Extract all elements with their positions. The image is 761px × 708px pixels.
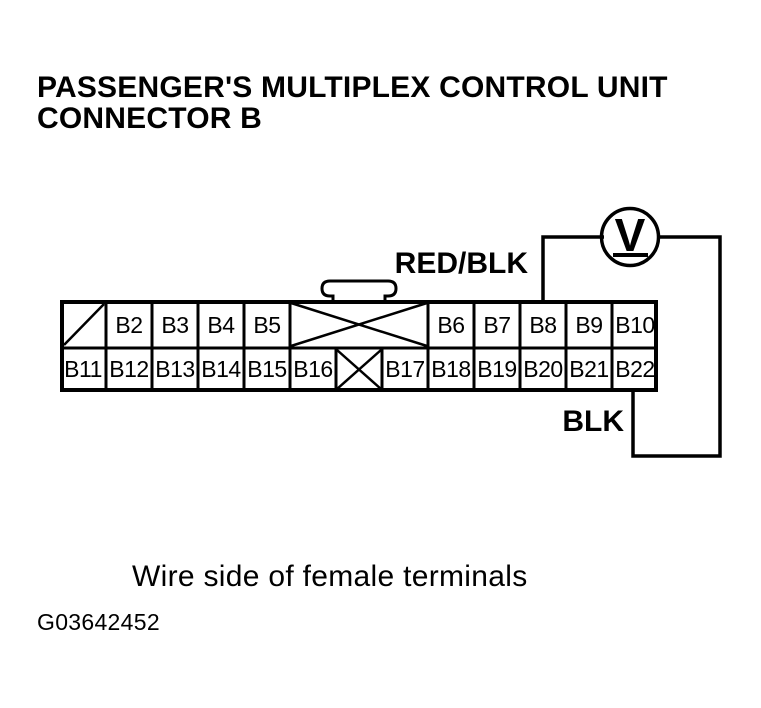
page-title: PASSENGER'S MULTIPLEX CONTROL UNIT CONNE…	[37, 72, 668, 134]
top-row-pin-labels: B2 B3 B4 B5 B6 B7 B8 B9 B10	[115, 312, 655, 338]
connector-tab	[320, 279, 398, 302]
pin-cell-b2: B2	[115, 312, 142, 338]
wire-color-label-redblk: RED/BLK	[395, 247, 529, 280]
wire-positive-redblk	[541, 235, 604, 302]
pin-cell-b13: B13	[155, 356, 194, 382]
connector-body: B2 B3 B4 B5 B6 B7 B8 B9 B10 B11 B12 B13 …	[60, 300, 658, 392]
page-title-line2: CONNECTOR B	[37, 102, 262, 135]
pin-cell-b9: B9	[575, 312, 602, 338]
pin-cell-b5: B5	[253, 312, 280, 338]
pin-cell-b20: B20	[523, 356, 562, 382]
pin-cell-b19: B19	[477, 356, 516, 382]
pin-cell-b3: B3	[161, 312, 188, 338]
pin-cell-b11: B11	[64, 356, 102, 382]
pin-cell-b4: B4	[207, 312, 235, 338]
figure-id: G03642452	[37, 609, 160, 635]
top-row-dividers	[104, 302, 614, 348]
blocked-slash-mark	[63, 303, 105, 346]
blocked-cross-bottom-mark	[336, 349, 382, 390]
pin-cell-b16: B16	[293, 356, 332, 382]
pin-cell-b14: B14	[201, 356, 241, 382]
pin-cell-b12: B12	[109, 356, 148, 382]
diagram-caption: Wire side of female terminals	[132, 560, 528, 593]
pin-cell-b7: B7	[483, 312, 510, 338]
pin-cell-b10: B10	[615, 312, 654, 338]
pin-cell-b21: B21	[569, 356, 608, 382]
page-title-line1: PASSENGER'S MULTIPLEX CONTROL UNIT	[37, 71, 668, 104]
wire-negative-blk	[631, 235, 722, 458]
pin-cell-b15: B15	[247, 356, 286, 382]
connector-outline	[60, 300, 658, 392]
voltmeter-circle	[599, 206, 661, 268]
bottom-row-dividers	[104, 348, 614, 390]
pin-cell-b18: B18	[431, 356, 470, 382]
pin-cell-b6: B6	[437, 312, 464, 338]
bottom-row-pin-labels: B11 B12 B13 B14 B15 B16 B17 B18 B19 B20 …	[64, 356, 655, 382]
blocked-cross-top-mark	[290, 301, 428, 348]
voltmeter-v-glyph: V	[615, 209, 646, 261]
pin-cell-b22: B22	[615, 356, 654, 382]
wire-color-label-blk: BLK	[562, 405, 624, 438]
voltmeter-icon: V	[599, 206, 661, 268]
pin-cell-b17: B17	[385, 356, 424, 382]
pin-cell-b8: B8	[529, 312, 556, 338]
